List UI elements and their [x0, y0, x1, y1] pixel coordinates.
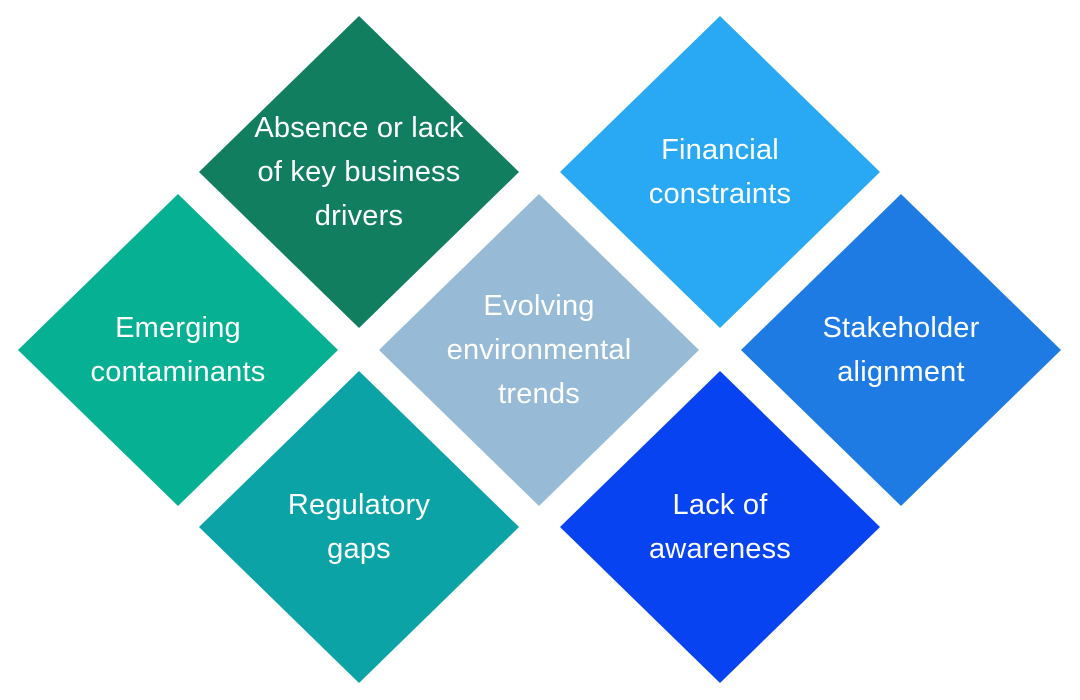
diamond-label: Evolving environmental trends — [446, 290, 632, 410]
diamond-label: Regulatory gaps — [287, 489, 431, 565]
diamond-lack-of-awareness: Lack of awareness — [560, 371, 880, 683]
diamond-label: Absence or lack of key business drivers — [254, 112, 464, 232]
diamond-regulatory-gaps: Regulatory gaps — [199, 371, 519, 683]
diamond-label: Financial constraints — [648, 134, 792, 210]
diamond-label: Stakeholder alignment — [822, 312, 980, 388]
diamond-label: Lack of awareness — [648, 489, 792, 565]
diamond-label: Emerging contaminants — [90, 312, 266, 388]
